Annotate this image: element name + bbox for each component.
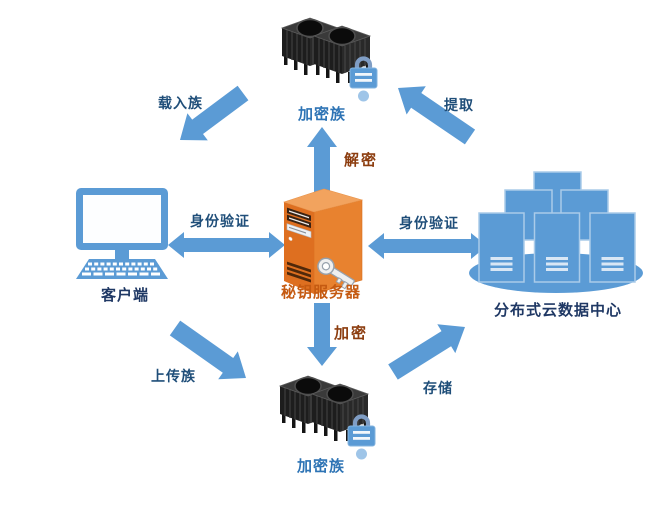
edge-label-encrypt: 加密 (334, 324, 369, 342)
arrow-auth-right-double (368, 233, 487, 259)
cpu-cluster-with-lock-icon (278, 368, 378, 460)
edge-label-auth-right: 身份验证 (399, 216, 459, 232)
key-icon (317, 257, 355, 290)
arrow-encrypt-down (307, 303, 337, 366)
server-stack-on-platform-icon (469, 171, 643, 293)
cpu-cluster-with-lock-icon (280, 10, 380, 102)
edge-label-store: 存储 (423, 381, 453, 397)
node-label-cloud-data-center: 分布式云数据中心 (493, 301, 622, 319)
edge-label-load-cluster: 载入族 (158, 96, 203, 112)
arrow-auth-left-double (168, 232, 285, 258)
edge-label-extract: 提取 (444, 98, 474, 114)
arrow-extract (398, 86, 476, 145)
arrow-upload-cluster (169, 320, 246, 380)
edge-label-auth-left: 身份验证 (190, 214, 250, 230)
server-tower-with-key-icon (283, 188, 364, 295)
node-label-encryption-cluster-bottom: 加密族 (296, 457, 345, 475)
edge-label-upload-cluster: 上传族 (151, 369, 196, 385)
arrow-load-cluster (180, 85, 249, 141)
node-label-client: 客户端 (100, 286, 149, 304)
arrow-decrypt-up (307, 127, 337, 193)
edge-label-decrypt: 解密 (344, 151, 379, 169)
arrow-store (388, 324, 465, 380)
node-label-encryption-cluster-top: 加密族 (297, 105, 346, 123)
node-label-key-server: 秘钥服务器 (280, 283, 361, 301)
desktop-computer-icon (76, 188, 168, 279)
